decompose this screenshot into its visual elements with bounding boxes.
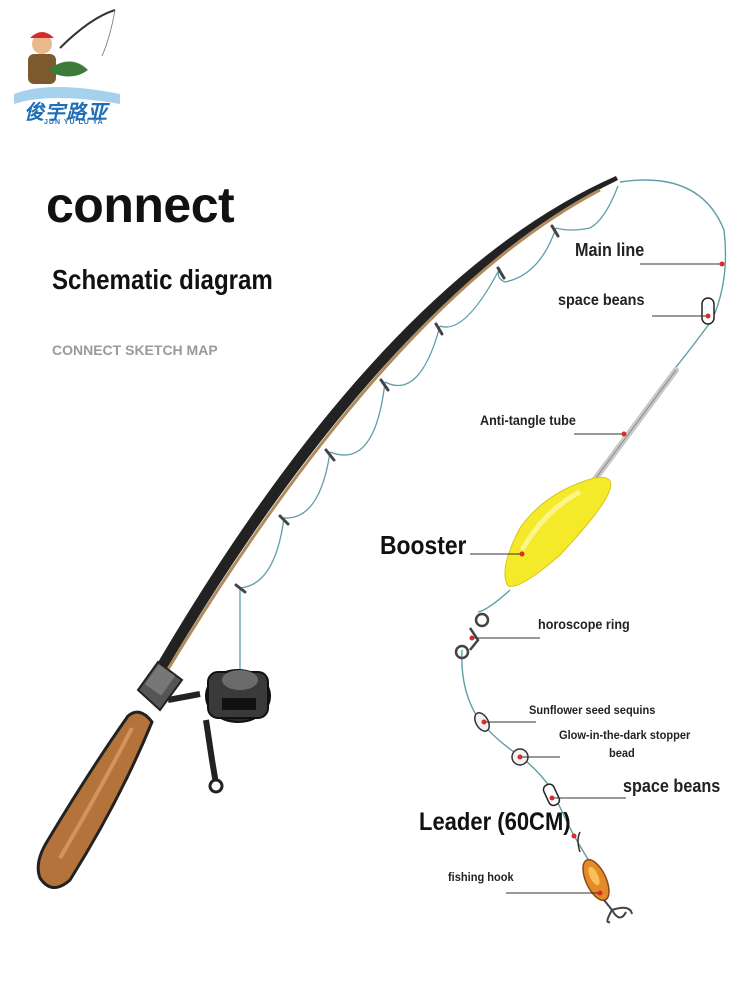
label-markers [469,261,725,896]
reel-seat [136,660,184,712]
brand-logo: 俊宇路亚 JUN YU LU YA [10,8,122,126]
logo-text: 俊宇路亚 [24,102,108,124]
page-subtitle: Schematic diagram [52,264,273,295]
space-bean-top-icon [701,297,715,325]
fisherman-logo-icon [14,9,120,104]
main-line [461,179,727,873]
label-sunflower-sequins: Sunflower seed sequins [529,703,656,717]
page-caption: CONNECT SKETCH MAP [52,342,218,358]
label-main-line: Main line [575,240,645,260]
page-title: connect [46,177,235,233]
rod-guide-line [239,185,619,670]
spinning-reel-icon [167,669,271,794]
booster-float-icon [504,476,612,587]
swivel-ring-icon [454,612,490,660]
logo-subtext: JUN YU LU YA [44,119,104,126]
label-leader: Leader (60CM) [419,808,571,836]
label-leader-lines [470,263,722,894]
label-booster: Booster [380,530,467,560]
rod-blank [150,176,618,680]
fishing-hook-icon [577,831,633,924]
rod-guides [234,224,560,594]
label-glow-bead-line1: Glow-in-the-dark stopper [559,728,691,742]
label-space-beans-top: space beans [558,292,645,309]
label-fishing-hook: fishing hook [448,870,514,884]
label-glow-bead-line2: bead [609,746,635,760]
space-bean-bottom-icon [542,783,561,807]
label-anti-tangle-tube: Anti-tangle tube [480,412,576,428]
label-space-beans-bottom: space beans [623,776,721,796]
anti-tangle-tube-icon [587,367,679,489]
label-horoscope-ring: horoscope ring [538,616,630,632]
